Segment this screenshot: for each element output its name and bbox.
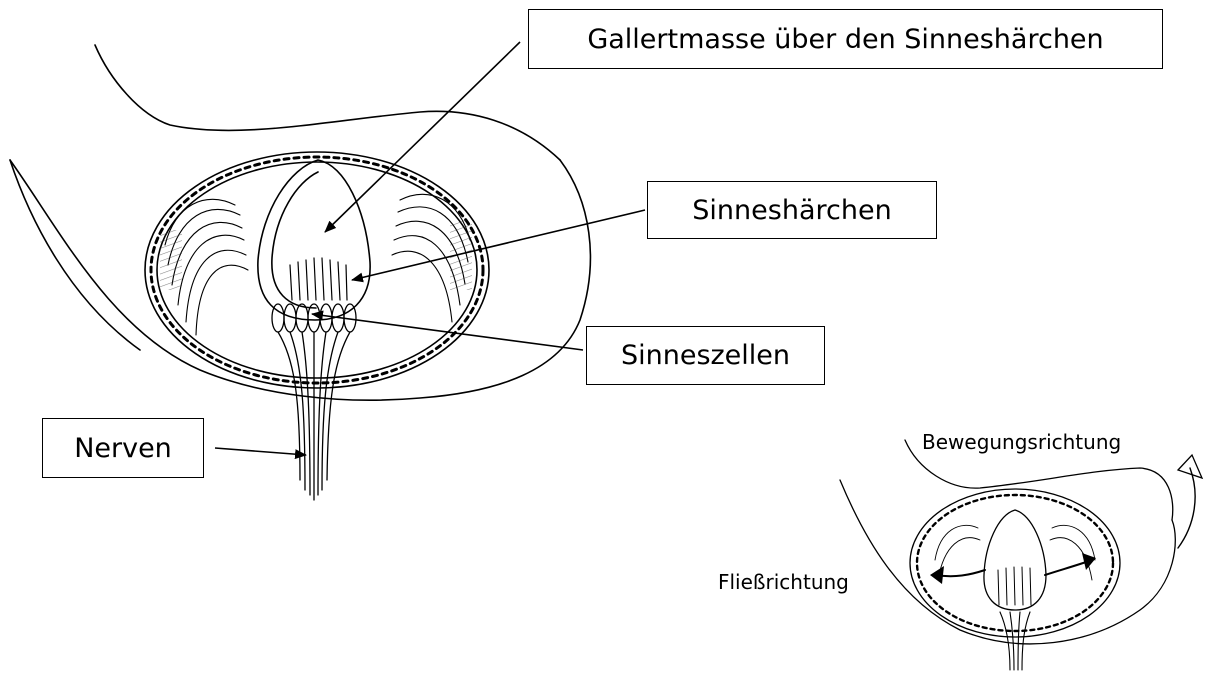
label-sinneshaerchen: Sinneshärchen <box>647 181 937 239</box>
arrow-sinneshaerchen <box>352 210 645 280</box>
arrow-gallertmasse <box>325 42 520 232</box>
small-ampulla <box>840 440 1202 670</box>
label-fliessrichtung: Fließrichtung <box>718 570 849 594</box>
nerve-bundle <box>278 332 350 500</box>
movement-direction-arrow <box>1178 468 1195 548</box>
arrow-sinneszellen <box>312 314 583 350</box>
ampulla-outer-wall <box>10 160 590 400</box>
canal-outline-top <box>95 45 560 160</box>
arrow-nerven <box>215 448 306 455</box>
label-gallertmasse: Gallertmasse über den Sinneshärchen <box>528 9 1163 69</box>
label-bewegungsrichtung: Bewegungsrichtung <box>922 430 1121 454</box>
label-nerven: Nerven <box>42 418 204 478</box>
sensory-hairs <box>290 258 347 300</box>
label-sinneszellen: Sinneszellen <box>586 326 825 385</box>
